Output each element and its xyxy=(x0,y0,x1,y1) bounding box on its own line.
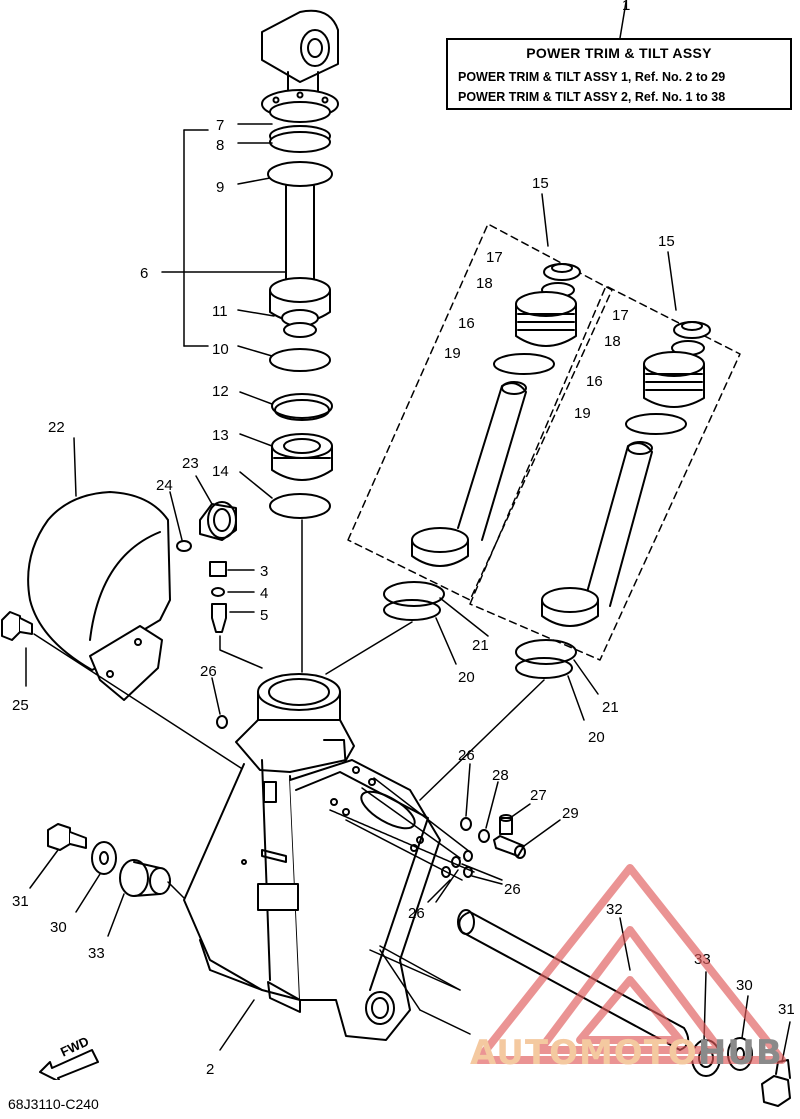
callout-20-b: 20 xyxy=(588,729,605,746)
ring-4 xyxy=(211,587,225,597)
callout-21-a: 21 xyxy=(472,637,489,654)
assembly-heading: POWER TRIM & TILT ASSY xyxy=(526,45,712,61)
callout-10: 10 xyxy=(212,341,229,358)
callout-26-a: 26 xyxy=(200,663,217,680)
callout-6: 6 xyxy=(140,265,148,282)
callout-31-a: 31 xyxy=(12,893,29,910)
watermark-text-part1: AUTOMOTO xyxy=(470,1033,698,1073)
callout-12: 12 xyxy=(212,383,229,400)
tilt-rod-assembly xyxy=(261,9,339,338)
callout-18-b: 18 xyxy=(604,333,621,350)
callout-28: 28 xyxy=(492,767,509,784)
bolt-25 xyxy=(1,611,33,641)
tilt-cylinder-assembly-left xyxy=(411,263,581,567)
callout-4: 4 xyxy=(260,585,268,602)
callout-22: 22 xyxy=(48,419,65,436)
watermark-text: AUTOMOTOHUB xyxy=(470,1033,783,1073)
cylinder-cap-13 xyxy=(271,433,333,481)
callout-15-b: 15 xyxy=(658,233,675,250)
washer-30-right xyxy=(727,1037,753,1071)
plug-3 xyxy=(209,561,227,577)
callout-25: 25 xyxy=(12,697,29,714)
callout-7: 7 xyxy=(216,117,224,134)
pin-27 xyxy=(499,814,513,835)
callout-19-a: 19 xyxy=(444,345,461,362)
bearing-23 xyxy=(199,501,237,541)
callout-11: 11 xyxy=(212,303,228,320)
callout-26-b: 26 xyxy=(458,747,475,764)
cover-22 xyxy=(27,491,171,701)
o-ring-14 xyxy=(269,493,331,519)
callout-17-a: 17 xyxy=(486,249,503,266)
watermark-text-part2: HUB xyxy=(697,1033,783,1073)
assembly-line-1: POWER TRIM & TILT ASSY 1, Ref. No. 2 to … xyxy=(458,70,726,84)
o-ring-10 xyxy=(269,348,331,372)
callout-27: 27 xyxy=(530,787,547,804)
bolt-31-left xyxy=(47,823,87,851)
callout-29: 29 xyxy=(562,805,579,822)
callout-14: 14 xyxy=(212,463,229,480)
callout-labels: 1 7 8 9 6 11 10 12 13 14 22 23 24 3 4 5 … xyxy=(12,0,795,1078)
callout-23: 23 xyxy=(182,455,199,472)
callout-31-b: 31 xyxy=(778,1001,795,1018)
tilt-cylinder-assembly-right xyxy=(541,321,711,627)
bolt-31-right xyxy=(761,1059,791,1107)
bushing-33-left xyxy=(119,859,171,897)
dashed-box-left xyxy=(347,223,613,601)
callout-19-b: 19 xyxy=(574,405,591,422)
callout-30-b: 30 xyxy=(736,977,753,994)
callout-24: 24 xyxy=(156,477,173,494)
callout-30-a: 30 xyxy=(50,919,67,936)
callout-2: 2 xyxy=(206,1061,214,1078)
diagram-code: 68J3110-C240 xyxy=(8,1096,99,1112)
callout-3: 3 xyxy=(260,563,268,580)
callout-17-b: 17 xyxy=(612,307,629,324)
housing-2 xyxy=(183,673,441,1041)
ring-24 xyxy=(176,540,192,552)
callout-1: 1 xyxy=(622,0,630,14)
forward-arrow-icon xyxy=(39,1049,99,1080)
callout-5: 5 xyxy=(260,607,268,624)
ring-21-right xyxy=(515,639,577,665)
assembly-line-2: POWER TRIM & TILT ASSY 2, Ref. No. 1 to … xyxy=(458,90,726,104)
ring-21-left xyxy=(383,581,445,607)
ring-20-right xyxy=(515,657,573,679)
callout-33-a: 33 xyxy=(88,945,105,962)
callout-8: 8 xyxy=(216,137,224,154)
title-box: POWER TRIM & TILT ASSY POWER TRIM & TILT… xyxy=(446,38,792,110)
washer-30-left xyxy=(91,841,117,875)
callout-32: 32 xyxy=(606,901,623,918)
valve-5 xyxy=(211,603,227,633)
callout-21-b: 21 xyxy=(602,699,619,716)
callout-16-b: 16 xyxy=(586,373,603,390)
callout-13: 13 xyxy=(212,427,229,444)
callout-26-d: 26 xyxy=(408,905,425,922)
callout-9: 9 xyxy=(216,179,224,196)
ring-20-left xyxy=(383,599,441,621)
pin-29 xyxy=(493,835,526,859)
callout-20-a: 20 xyxy=(458,669,475,686)
callout-18-a: 18 xyxy=(476,275,493,292)
callout-16-a: 16 xyxy=(458,315,475,332)
callout-26-c: 26 xyxy=(504,881,521,898)
ring-12 xyxy=(271,393,333,419)
watermark-logo-icon xyxy=(474,864,786,1064)
callout-15-a: 15 xyxy=(532,175,549,192)
